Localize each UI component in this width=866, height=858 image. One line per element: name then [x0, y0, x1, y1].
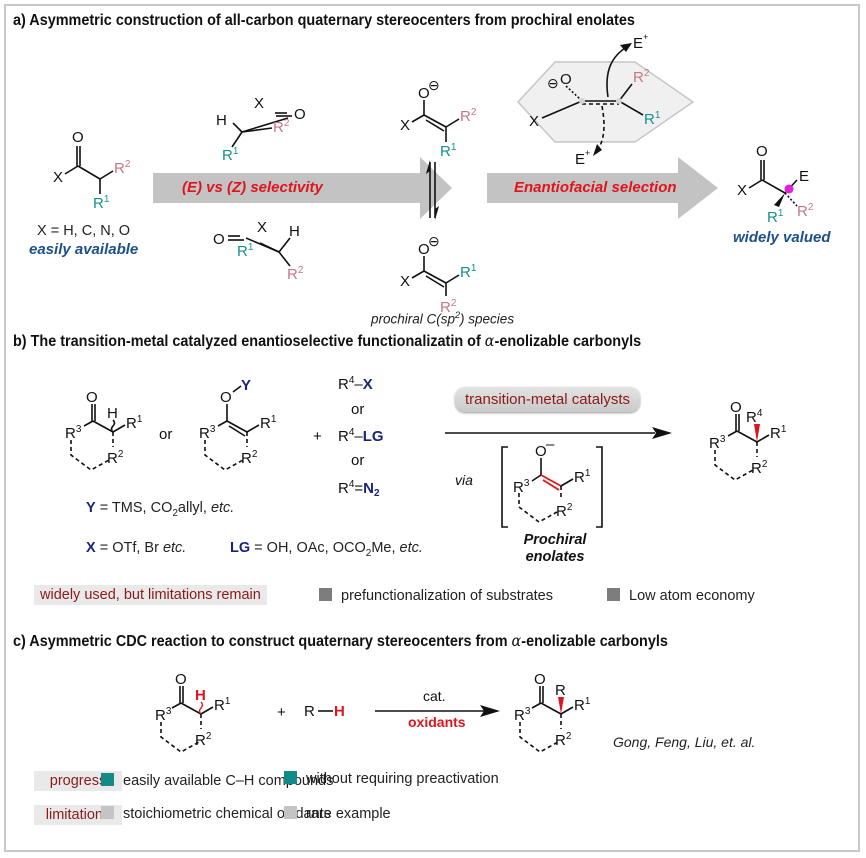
bullet-square-icon — [284, 806, 297, 819]
progress-item: without requiring preactivation — [284, 771, 499, 787]
enantiofacial-arrow — [487, 157, 718, 219]
svg-text:R3: R3 — [155, 706, 172, 724]
svg-text:X: X — [254, 95, 264, 112]
equilibrium-arrows — [426, 160, 439, 220]
svg-text:O: O — [730, 399, 742, 416]
svg-text:O: O — [175, 671, 187, 688]
ez-selectivity-label: (E) vs (Z) selectivity — [182, 179, 323, 196]
svg-text:R4=N2: R4=N2 — [338, 479, 380, 499]
atom-X: X — [53, 169, 63, 186]
prochiral-species-caption: prochiral C(sp2) species — [371, 310, 515, 327]
limitations-remain-tag: widely used, but limitations remain — [34, 585, 267, 605]
plus-label: + — [313, 428, 322, 445]
svg-text:⊖: ⊖ — [428, 77, 440, 93]
svg-text:⊖: ⊖ — [547, 75, 559, 91]
cdc-product: O R R3 R1 R2 — [514, 671, 591, 753]
svg-text:or: or — [351, 401, 364, 418]
svg-text:O: O — [535, 443, 547, 460]
bullet-square-icon — [101, 806, 114, 819]
svg-text:H: H — [289, 223, 300, 240]
svg-text:O: O — [756, 143, 768, 160]
limitation-item: rare example — [284, 806, 391, 822]
svg-text:R1: R1 — [214, 696, 231, 714]
svg-text:O: O — [213, 231, 225, 248]
svg-text:O: O — [534, 671, 546, 688]
limitations-tag: limitations — [34, 805, 122, 825]
oxidants-label: oxidants — [408, 714, 466, 730]
svg-text:E: E — [575, 151, 585, 168]
limitation-item: Low atom economy — [607, 588, 755, 604]
conformer-lower: O X H R1 R2 — [213, 219, 304, 283]
svg-text:O: O — [418, 85, 430, 102]
svg-text:R1: R1 — [574, 696, 591, 714]
section-c-title: c) Asymmetric CDC reaction to construct … — [13, 632, 668, 650]
via-label: via — [455, 472, 473, 488]
svg-text:or: or — [351, 452, 364, 469]
svg-text:O: O — [86, 389, 98, 406]
svg-text:X: X — [737, 182, 747, 199]
ez-selectivity-arrow — [153, 157, 452, 219]
svg-text:R2: R2 — [555, 731, 572, 749]
progress-tag: progress — [34, 771, 122, 791]
svg-text:H: H — [216, 112, 227, 129]
svg-text:H: H — [195, 687, 206, 704]
bullet-square-icon — [319, 588, 332, 601]
section-b-title: b) The transition-metal catalyzed enanti… — [13, 332, 642, 350]
citation: Gong, Feng, Liu, et. al. — [613, 734, 756, 750]
widely-valued-caption: widely valued — [733, 229, 831, 246]
svg-text:O: O — [560, 71, 572, 88]
enantiofacial-plane: ⊖ O X R2 R1 E + E + — [516, 32, 695, 168]
svg-text:+: + — [643, 32, 648, 42]
figure-frame — [4, 4, 860, 852]
cdc-substrate: O H R3 R1 R2 — [155, 671, 231, 753]
atom-O: O — [72, 129, 84, 146]
catalyst-label: transition-metal catalysts — [455, 387, 641, 412]
rh-reagent: R H — [304, 703, 345, 720]
substrate-x-definition: X = H, C, N, O — [37, 223, 131, 239]
svg-text:R3: R3 — [514, 706, 531, 724]
svg-text:X: X — [529, 113, 539, 130]
svg-text:X: X — [257, 219, 267, 236]
svg-text:R: R — [555, 682, 566, 699]
svg-text:–: – — [546, 436, 555, 453]
svg-text:⊖: ⊖ — [428, 233, 440, 249]
svg-text:O: O — [418, 241, 430, 258]
x-definition: X = OTf, Br etc. — [86, 540, 187, 556]
lg-definition: LG = OH, OAc, OCO2Me, etc. — [230, 540, 423, 559]
svg-text:O: O — [220, 389, 232, 406]
progress-item: easily available C–H compounds — [101, 773, 333, 789]
svg-text:+: + — [585, 148, 590, 158]
svg-text:H: H — [107, 405, 118, 422]
svg-text:O: O — [294, 106, 306, 123]
svg-text:X: X — [400, 273, 410, 290]
easily-available-caption: easily available — [29, 241, 139, 258]
bullet-square-icon — [607, 588, 620, 601]
bullet-square-icon — [284, 771, 297, 784]
limitation-item: stoichiometric chemical oxidants — [101, 806, 331, 822]
reaction-arrow — [652, 427, 672, 439]
y-definition: Y = TMS, CO2allyl, etc. — [86, 500, 235, 519]
svg-text:X: X — [400, 117, 410, 134]
cdc-reaction-arrow — [480, 705, 500, 717]
svg-text:R4–X: R4–X — [338, 375, 373, 393]
or-label: or — [159, 426, 172, 443]
enantiofacial-label: Enantiofacial selection — [514, 179, 677, 196]
svg-text:H: H — [334, 703, 345, 720]
svg-text:E: E — [799, 168, 809, 185]
svg-text:R: R — [304, 703, 315, 720]
section-a-title: a) Asymmetric construction of all-carbon… — [13, 12, 635, 29]
limitation-item: prefunctionalization of substrates — [319, 588, 553, 604]
cat-label: cat. — [423, 688, 446, 704]
svg-text:R2: R2 — [195, 731, 212, 749]
svg-text:E: E — [633, 35, 643, 52]
svg-text:Y: Y — [241, 377, 251, 394]
bullet-square-icon — [101, 773, 114, 786]
svg-text:+: + — [277, 704, 286, 721]
